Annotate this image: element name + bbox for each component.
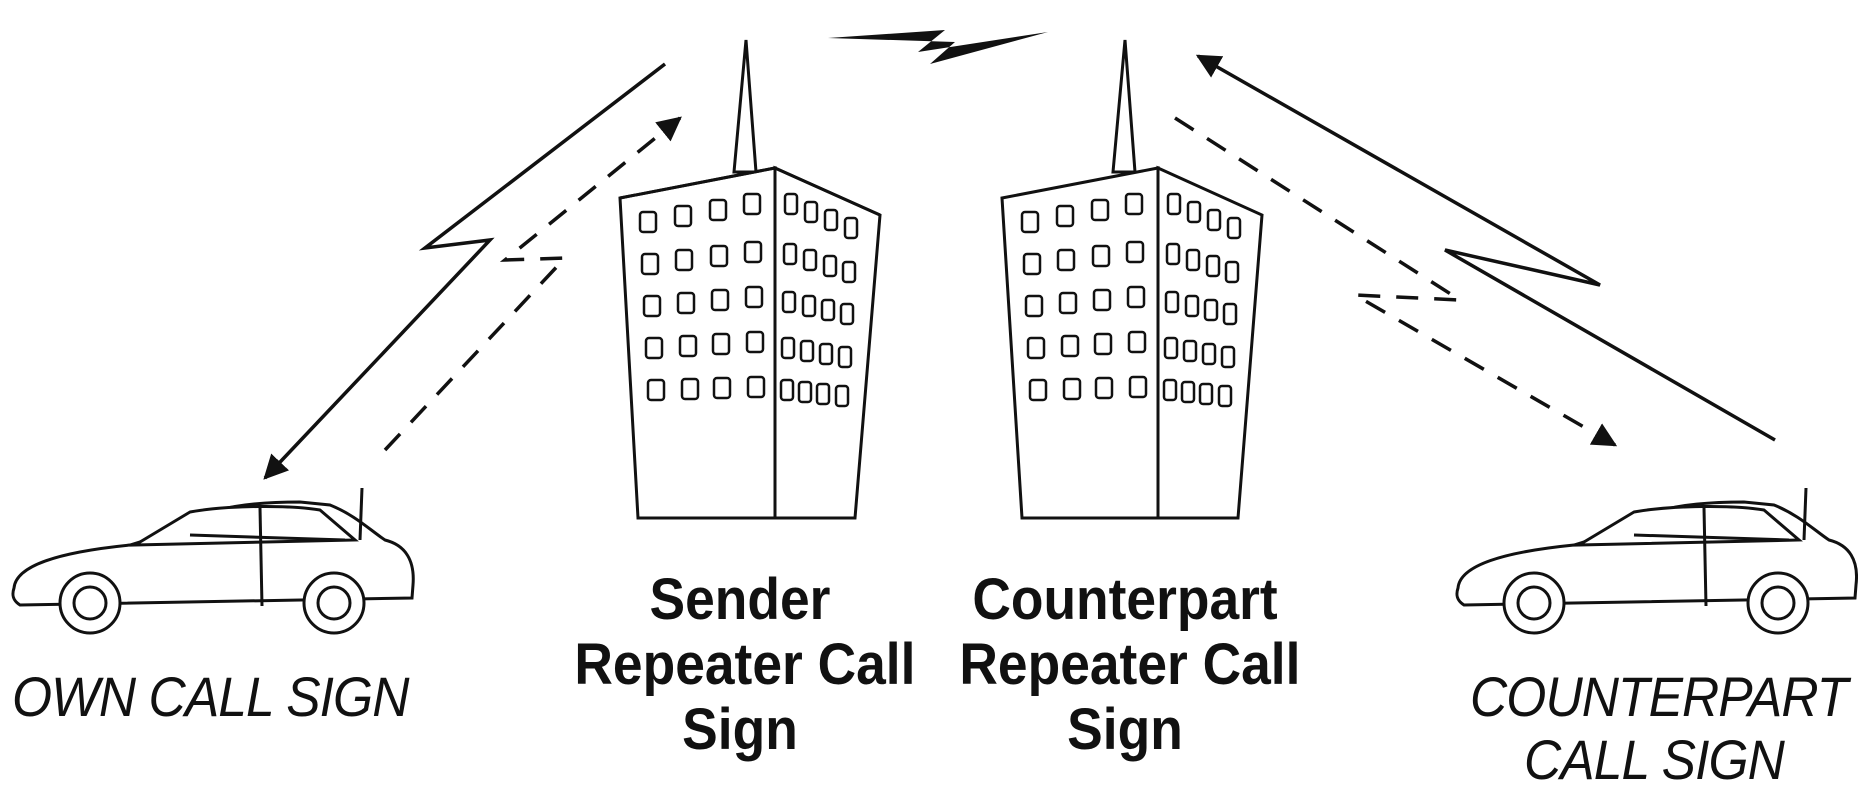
own-car-icon	[13, 488, 413, 633]
counterpart-repeater-building-icon	[1002, 40, 1262, 518]
sender-repeater-label: Sender Repeater Call Sign	[574, 568, 905, 763]
counterpart-repeater-line-3: Sign	[959, 698, 1290, 763]
counterpart-call-sign-line-1: COUNTERPART	[1470, 666, 1838, 729]
counterpart-repeater-label: Counterpart Repeater Call Sign	[959, 568, 1290, 763]
own-call-sign-label: OWN CALL SIGN	[12, 666, 408, 729]
sender-repeater-line-3: Sign	[574, 698, 905, 763]
right-signal-solid	[1198, 56, 1775, 440]
sender-repeater-line-2: Repeater Call	[574, 633, 905, 698]
counterpart-call-sign-label: COUNTERPART CALL SIGN	[1470, 666, 1838, 791]
repeater-link-bolt-icon	[828, 30, 1048, 64]
counterpart-repeater-line-2: Repeater Call	[959, 633, 1290, 698]
counterpart-car-icon	[1457, 488, 1857, 633]
sender-repeater-building-icon	[620, 40, 880, 518]
counterpart-repeater-line-1: Counterpart	[959, 568, 1290, 633]
sender-repeater-line-1: Sender	[574, 568, 905, 633]
counterpart-call-sign-line-2: CALL SIGN	[1470, 729, 1838, 791]
left-signal-solid	[265, 64, 665, 478]
